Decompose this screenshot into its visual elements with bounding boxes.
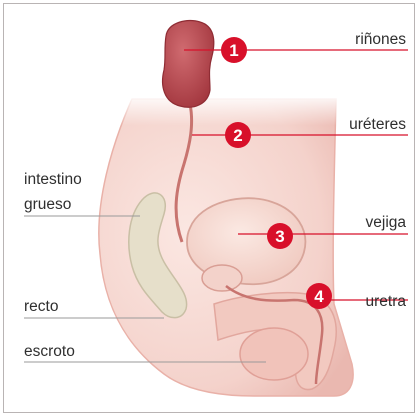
marker-1: 1 <box>221 37 247 63</box>
kidney-shape <box>163 21 214 108</box>
scrotum-shape <box>240 328 308 380</box>
label-large-intestine-1: intestino <box>24 171 82 188</box>
svg-text:3: 3 <box>275 227 284 246</box>
diagram-frame: 1 2 3 4 riñones uréteres vejiga uretra i… <box>3 3 415 413</box>
svg-text:1: 1 <box>229 41 238 60</box>
label-rectum: recto <box>24 298 58 315</box>
svg-text:4: 4 <box>314 287 324 306</box>
marker-2: 2 <box>225 122 251 148</box>
label-large-intestine-2: grueso <box>24 196 71 213</box>
label-kidneys: riñones <box>355 31 406 48</box>
label-scrotum: escroto <box>24 343 75 360</box>
label-ureters: uréteres <box>349 116 406 133</box>
prostate-shape <box>202 265 242 291</box>
marker-3: 3 <box>267 223 293 249</box>
marker-4: 4 <box>306 283 332 309</box>
label-urethra: uretra <box>366 293 407 310</box>
urinary-system-diagram: 1 2 3 4 riñones uréteres vejiga uretra i… <box>4 4 415 413</box>
svg-text:2: 2 <box>233 126 242 145</box>
label-bladder: vejiga <box>366 214 407 231</box>
